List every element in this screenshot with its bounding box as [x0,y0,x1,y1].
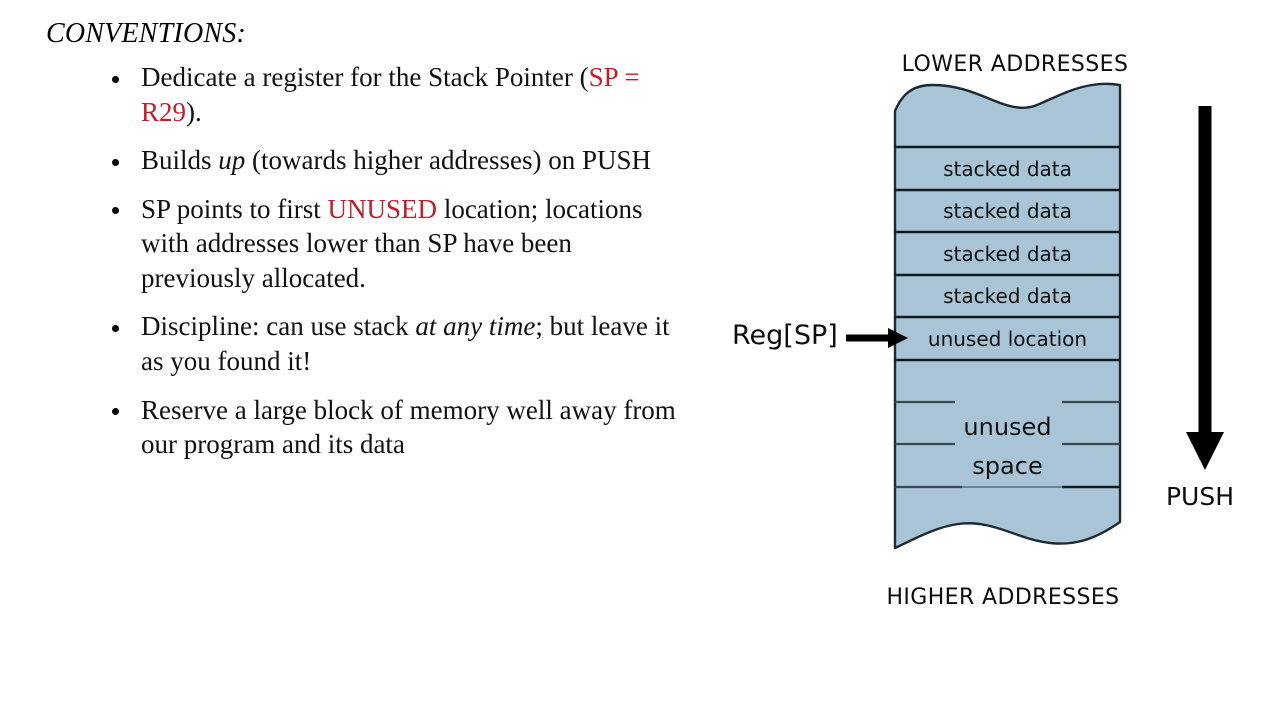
bullet-text: Builds up (towards higher addresses) on … [141,145,651,175]
bullet-text-run: Builds [141,145,219,176]
conventions-bullet-list: Dedicate a register for the Stack Pointe… [46,60,686,461]
bullet-item-reserve-block: Reserve a large block of memory well awa… [46,393,686,462]
lower-addresses-label: LOWER ADDRESSES [901,52,1129,77]
bullet-text-run: UNUSED [327,193,438,224]
bullet-dot-icon [112,207,119,215]
bullet-text-run: at any time [415,311,536,342]
bullet-text-run: location; locations with addresses lower… [141,193,643,293]
bullet-text-run: Discipline: can use stack [141,311,416,342]
push-label: PUSH [1165,482,1235,511]
bullet-item-discipline: Discipline: can use stack at any time; b… [46,309,686,378]
stack-diagram: LOWER ADDRESSES [700,0,1280,720]
bullet-text: Dedicate a register for the Stack Pointe… [141,62,640,127]
bullet-text-run: SP points to first [141,193,328,224]
bullet-dot-icon [112,325,119,333]
stack-graphic [846,82,1224,550]
push-arrow-icon [1186,106,1224,470]
bullet-text-run: Dedicate a register for the Stack Pointe… [141,62,589,93]
reg-sp-arrow-icon [846,328,908,348]
bullet-text-run: Reserve a large block of memory well awa… [141,394,676,460]
reg-sp-label: Reg[SP] [732,320,838,351]
page-title: CONVENTIONS: [46,18,246,49]
bullet-text: SP points to first UNUSED location; loca… [141,194,643,293]
bullet-item-dedicate-register: Dedicate a register for the Stack Pointe… [46,60,686,129]
text-column: CONVENTIONS: Dedicate a register for the… [46,18,686,476]
bullet-item-builds-up: Builds up (towards higher addresses) on … [46,143,686,178]
higher-addresses-label: HIGHER ADDRESSES [886,585,1120,610]
bullet-item-sp-points-unused: SP points to first UNUSED location; loca… [46,192,686,296]
bullet-text-run: ; but leave it as you found it! [141,311,670,377]
bullet-text: Discipline: can use stack at any time; b… [141,311,670,376]
bullet-dot-icon [112,75,119,83]
bullet-text: Reserve a large block of memory well awa… [141,395,676,460]
bullet-text-run: up [218,145,246,176]
bullet-dot-icon [112,158,119,166]
bullet-text-run: ). [186,96,202,127]
bullet-text-run: SP = R29 [141,62,640,127]
bullet-text-run: (towards higher addresses) on PUSH [245,145,651,176]
bullet-dot-icon [112,408,119,416]
